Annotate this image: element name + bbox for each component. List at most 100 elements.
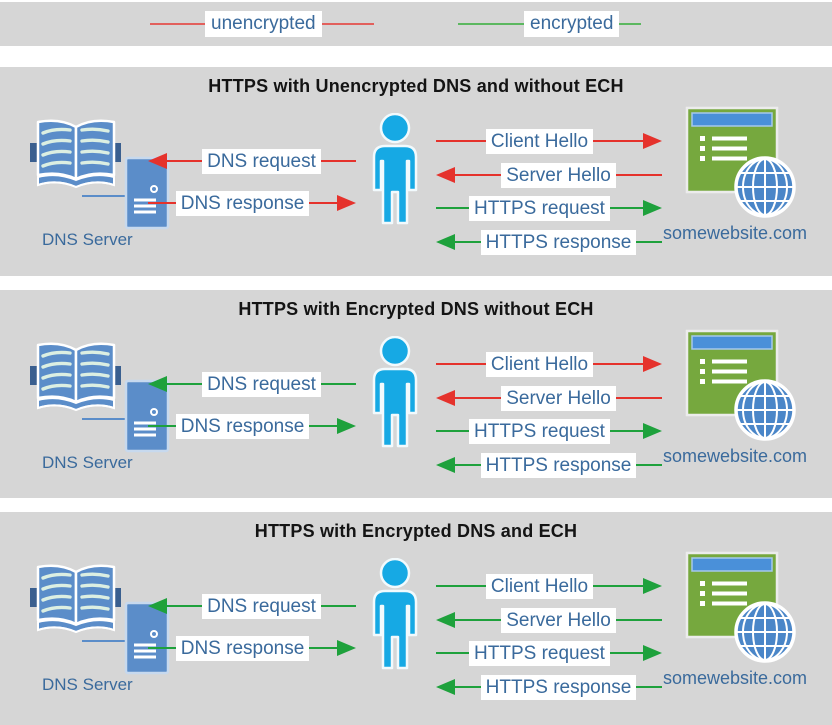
arrow-label: Server Hello bbox=[501, 385, 616, 411]
arrow-head-left-icon bbox=[148, 598, 167, 614]
arrow-head-right-icon bbox=[337, 195, 356, 211]
arrow-line bbox=[455, 464, 481, 466]
arrow-line bbox=[636, 686, 663, 688]
panel-title: HTTPS with Encrypted DNS without ECH bbox=[238, 299, 594, 319]
arrow-label: Client Hello bbox=[485, 128, 594, 154]
dns-request-arrow: DNS request bbox=[148, 371, 356, 397]
arrow-line bbox=[436, 207, 470, 209]
arrow-head-left-icon bbox=[148, 376, 167, 392]
dns-response-arrow: DNS response bbox=[148, 190, 356, 216]
arrow-line bbox=[436, 430, 470, 432]
arrow-line bbox=[436, 585, 486, 587]
website-icon bbox=[685, 329, 796, 441]
arrow-line bbox=[148, 647, 176, 649]
arrow-label: Server Hello bbox=[501, 607, 616, 633]
arrow-head-left-icon bbox=[436, 167, 455, 183]
panel-encrypted-dns-and-ech: HTTPS with Encrypted DNS and ECH DNS Ser… bbox=[0, 512, 832, 725]
arrow-line bbox=[636, 464, 663, 466]
arrow-line bbox=[320, 160, 356, 162]
legend-item-encrypted: encrypted bbox=[458, 2, 642, 46]
arrow-line bbox=[455, 619, 502, 621]
arrow-line bbox=[455, 686, 481, 688]
arrow-head-left-icon bbox=[436, 390, 455, 406]
dns-request-arrow: DNS request bbox=[148, 593, 356, 619]
arrow-head-right-icon bbox=[643, 645, 662, 661]
website-icon bbox=[685, 106, 796, 218]
server-hello-arrow: Server Hello bbox=[436, 385, 663, 411]
arrow-line bbox=[167, 160, 203, 162]
website-label: somewebsite.com bbox=[663, 223, 808, 243]
arrow-head-left-icon bbox=[436, 234, 455, 250]
arrow-line bbox=[167, 383, 203, 385]
https-response-arrow: HTTPS response bbox=[436, 452, 663, 478]
arrow-head-left-icon bbox=[148, 153, 167, 169]
legend-line bbox=[321, 23, 374, 25]
panel-encrypted-dns-no-ech: HTTPS with Encrypted DNS without ECH DNS… bbox=[0, 290, 832, 498]
dns-response-arrow: DNS response bbox=[148, 635, 356, 661]
legend-line bbox=[619, 23, 642, 25]
https-request-arrow: HTTPS request bbox=[436, 418, 662, 444]
arrow-head-right-icon bbox=[643, 578, 662, 594]
arrow-label: DNS response bbox=[175, 413, 310, 439]
arrow-line bbox=[615, 397, 663, 399]
arrow-line bbox=[167, 605, 203, 607]
client-hello-arrow: Client Hello bbox=[436, 128, 662, 154]
website-label: somewebsite.com bbox=[663, 668, 808, 688]
arrow-line bbox=[455, 174, 502, 176]
dns-server-label: DNS Server bbox=[42, 675, 133, 694]
arrow-line bbox=[609, 430, 643, 432]
arrow-head-right-icon bbox=[337, 640, 356, 656]
arrow-line bbox=[148, 202, 176, 204]
panel-title: HTTPS with Unencrypted DNS and without E… bbox=[208, 76, 624, 96]
arrow-line bbox=[436, 652, 470, 654]
dns-server-label: DNS Server bbox=[42, 453, 133, 472]
arrow-line bbox=[436, 140, 486, 142]
arrow-head-right-icon bbox=[643, 200, 662, 216]
arrow-head-left-icon bbox=[436, 612, 455, 628]
arrow-label: Server Hello bbox=[501, 162, 616, 188]
arrow-head-left-icon bbox=[436, 457, 455, 473]
arrow-label: DNS request bbox=[202, 148, 321, 174]
arrow-line bbox=[593, 363, 643, 365]
arrow-head-right-icon bbox=[337, 418, 356, 434]
arrow-line bbox=[320, 383, 356, 385]
arrow-line bbox=[309, 425, 337, 427]
arrow-label: HTTPS response bbox=[480, 674, 637, 700]
arrow-label: Client Hello bbox=[485, 351, 594, 377]
arrow-line bbox=[309, 202, 337, 204]
legend-label: unencrypted bbox=[205, 11, 322, 37]
arrow-label: DNS response bbox=[175, 190, 310, 216]
https-response-arrow: HTTPS response bbox=[436, 229, 663, 255]
arrow-label: HTTPS request bbox=[469, 195, 610, 221]
legend-label: encrypted bbox=[524, 11, 620, 37]
server-hello-arrow: Server Hello bbox=[436, 162, 663, 188]
arrow-line bbox=[455, 397, 502, 399]
arrow-line bbox=[615, 174, 663, 176]
arrow-label: HTTPS request bbox=[469, 640, 610, 666]
user-icon bbox=[372, 113, 418, 225]
https-response-arrow: HTTPS response bbox=[436, 674, 663, 700]
arrow-line bbox=[593, 585, 643, 587]
client-hello-arrow: Client Hello bbox=[436, 351, 662, 377]
arrow-line bbox=[615, 619, 663, 621]
dns-request-arrow: DNS request bbox=[148, 148, 356, 174]
arrow-label: HTTPS response bbox=[480, 452, 637, 478]
arrow-line bbox=[609, 207, 643, 209]
arrow-label: Client Hello bbox=[485, 573, 594, 599]
arrow-line bbox=[636, 241, 663, 243]
panel-title: HTTPS with Encrypted DNS and ECH bbox=[254, 521, 578, 541]
arrow-label: HTTPS response bbox=[480, 229, 637, 255]
arrow-label: DNS request bbox=[202, 371, 321, 397]
legend-bar: unencrypted encrypted bbox=[0, 2, 832, 46]
arrow-head-left-icon bbox=[436, 679, 455, 695]
website-icon bbox=[685, 551, 796, 663]
arrow-head-right-icon bbox=[643, 423, 662, 439]
arrow-line bbox=[309, 647, 337, 649]
https-request-arrow: HTTPS request bbox=[436, 195, 662, 221]
arrow-line bbox=[148, 425, 176, 427]
arrow-line bbox=[609, 652, 643, 654]
arrow-line bbox=[593, 140, 643, 142]
legend-line bbox=[458, 23, 524, 25]
user-icon bbox=[372, 336, 418, 448]
arrow-line bbox=[455, 241, 481, 243]
